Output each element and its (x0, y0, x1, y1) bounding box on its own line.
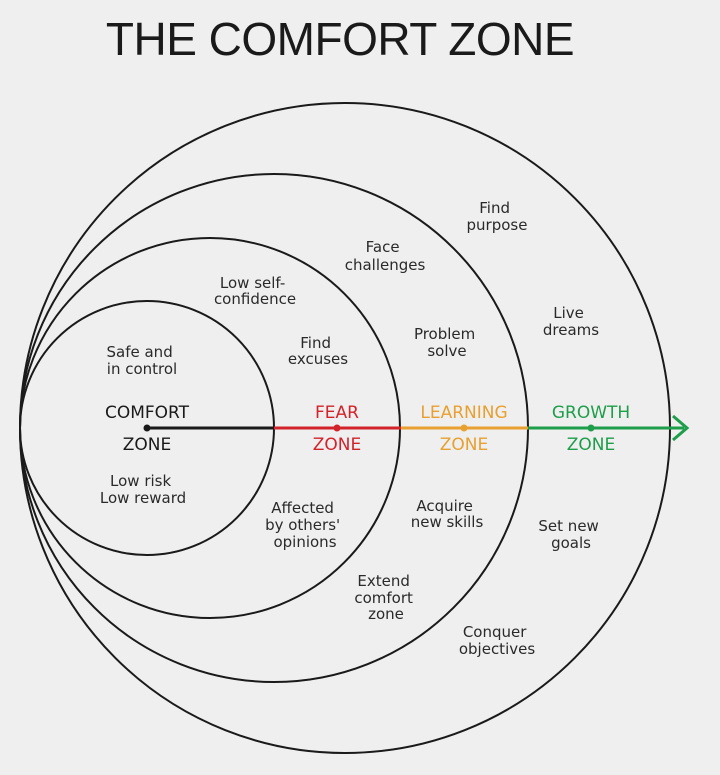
learning-zone-label-bottom: ZONE (440, 435, 489, 455)
fear-zone-dot (333, 424, 341, 432)
note-safe-and-in-control: Safe and in control (107, 343, 178, 378)
growth-zone-label-top: GROWTH (552, 403, 630, 423)
note-find-purpose: Find purpose (467, 199, 528, 234)
note-conquer-objectives: Conquer objectives (459, 623, 535, 658)
note-acquire-new-skills: Acquire new skills (411, 497, 484, 531)
page-title: THE COMFORT ZONE (105, 13, 575, 65)
note-low-risk-low-reward: Low risk Low reward (100, 472, 186, 507)
note-low-self-confidence: Low self- confidence (214, 274, 296, 308)
note-face-challenges: Face challenges (345, 238, 426, 274)
fear-zone-label-top: FEAR (315, 403, 359, 423)
growth-zone-label-bottom: ZONE (567, 435, 616, 455)
comfort-zone-label-top: COMFORT (105, 403, 190, 423)
note-affected-by-others-opinions: Affected by others' opinions (265, 499, 345, 551)
learning-zone-label-top: LEARNING (420, 403, 507, 423)
fear-zone-label-bottom: ZONE (313, 435, 362, 455)
note-find-excuses: Find excuses (288, 334, 348, 368)
comfort-zone-dot (143, 424, 151, 432)
learning-zone-dot (460, 424, 468, 432)
note-extend-comfort-zone: Extend comfort zone (354, 572, 417, 623)
growth-arrow-head (672, 414, 690, 442)
note-live-dreams: Live dreams (543, 304, 599, 339)
growth-zone-dot (587, 424, 595, 432)
note-problem-solve: Problem solve (414, 325, 480, 360)
note-set-new-goals: Set new goals (538, 517, 603, 552)
comfort-zone-label-bottom: ZONE (123, 435, 172, 455)
